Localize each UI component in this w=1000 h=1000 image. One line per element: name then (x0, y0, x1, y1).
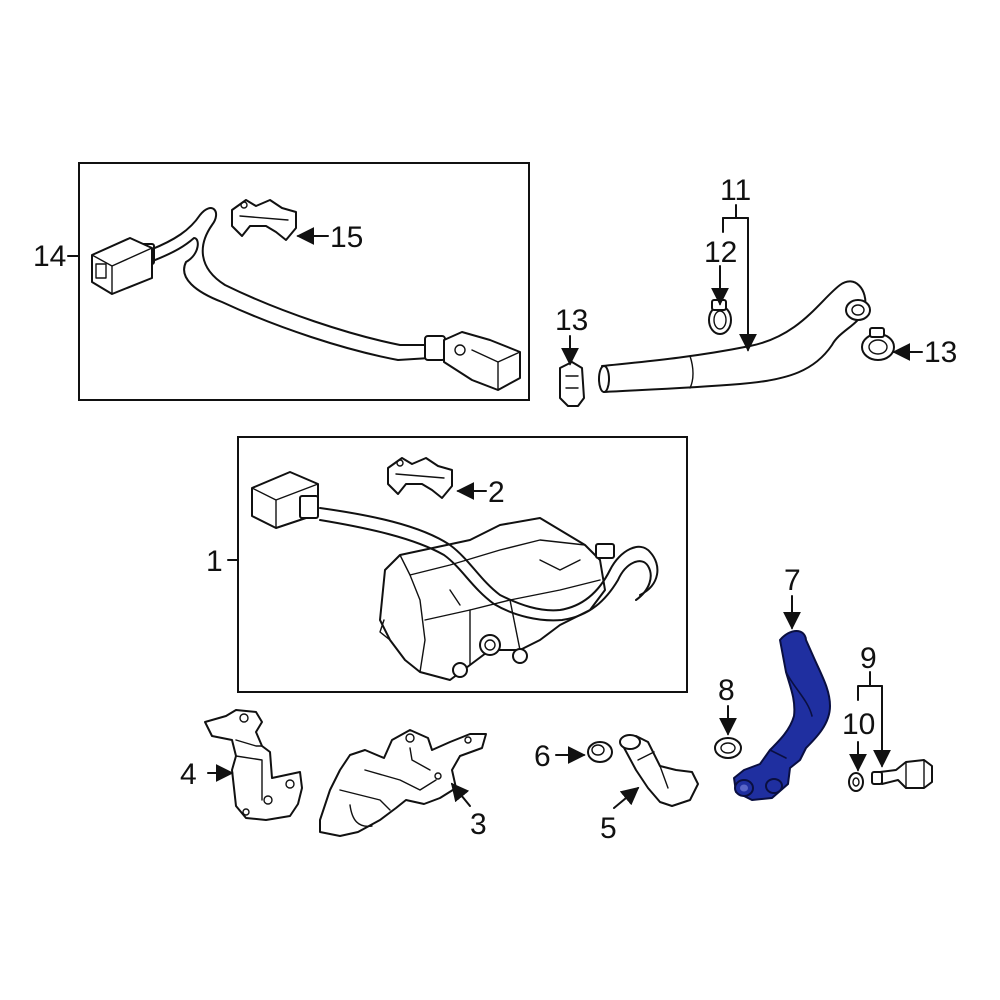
arrow-5 (613, 786, 640, 809)
bracket-11 (722, 204, 749, 219)
inset-box-14 (78, 162, 530, 401)
callout-15: 15 (330, 221, 363, 254)
callout-10: 10 (842, 708, 875, 741)
callout-1: 1 (206, 545, 223, 578)
clamp-13-right[interactable] (861, 327, 895, 361)
bracket-9 (857, 671, 883, 701)
callout-12: 12 (704, 236, 737, 269)
callout-11: 11 (720, 174, 751, 207)
callout-6: 6 (534, 740, 551, 773)
bracket-4[interactable] (204, 709, 303, 821)
callout-3: 3 (470, 808, 487, 841)
clamp-8[interactable] (714, 737, 742, 759)
clip-15[interactable] (231, 199, 297, 241)
fitting-5[interactable] (619, 734, 699, 807)
arrow-3 (450, 782, 471, 807)
callout-13-right: 13 (924, 336, 957, 369)
inset-box-1 (237, 436, 688, 693)
callout-9: 9 (860, 642, 877, 675)
bracket-3[interactable] (319, 729, 487, 837)
callout-8: 8 (718, 674, 735, 707)
hose-7-highlighted[interactable] (733, 630, 831, 801)
callout-14: 14 (33, 240, 66, 273)
clip-2[interactable] (387, 457, 453, 499)
sensor-9[interactable] (871, 759, 933, 789)
callout-5: 5 (600, 812, 617, 845)
harness-14[interactable] (91, 207, 521, 391)
assembly-1[interactable] (251, 471, 659, 681)
callout-7: 7 (784, 564, 801, 597)
cap-6[interactable] (587, 741, 613, 763)
hose-11[interactable] (598, 280, 871, 393)
callout-13-left: 13 (555, 304, 588, 337)
washer-10[interactable] (848, 772, 864, 792)
clamp-13-left[interactable] (559, 361, 585, 407)
callout-4: 4 (180, 758, 197, 791)
clamp-12[interactable] (708, 299, 732, 335)
callout-2: 2 (488, 476, 505, 509)
